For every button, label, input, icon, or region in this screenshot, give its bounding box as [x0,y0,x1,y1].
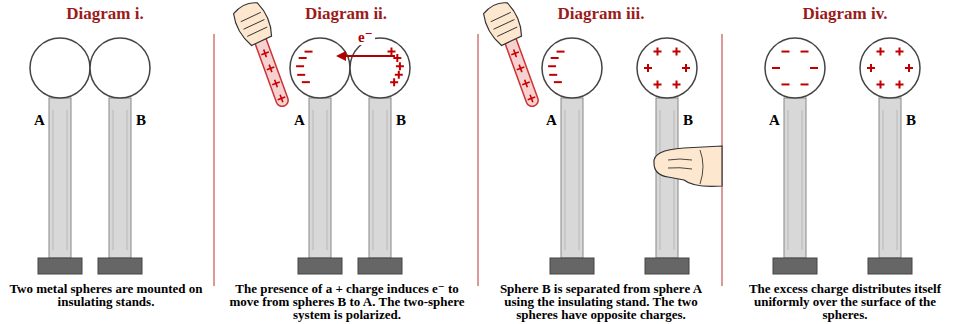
charge-sign [896,48,904,56]
charge-sign [654,48,662,56]
charge-sign [644,64,652,72]
charges [296,48,913,89]
charged-rod [481,0,548,112]
sphere-label: B [683,112,693,128]
sphere-label: B [136,112,146,128]
sphere-label: A [769,112,780,128]
charge-sign [305,51,313,53]
sphere-label: B [396,112,406,128]
sphere-label: A [34,112,45,128]
charge-sign [877,48,885,56]
charge-sign [654,80,662,88]
charge-sign [554,81,562,83]
charge-sign [801,83,809,85]
electron-label: e⁻ [356,30,375,45]
insulating-stands [38,98,912,274]
charge-sign [782,51,790,53]
charge-sign [557,51,565,53]
charge-sign [390,78,398,86]
charge-sign [772,67,780,69]
caption: The excess charge distributes itself uni… [738,282,952,321]
diagram-heading: Diagram iii. [486,4,716,24]
charge-sign [905,64,913,72]
charge-sign [673,80,681,88]
charge-sign [296,65,304,67]
caption: Sphere B is separated from sphere A usin… [486,282,716,321]
charge-sign [896,80,904,88]
hand-on-stand [654,146,722,186]
charge-sign [877,80,885,88]
diagram-heading: Diagram ii. [222,4,470,24]
charge-sign [302,81,310,83]
charge-sign [548,65,556,67]
charge-sign [867,64,875,72]
charge-sign [810,67,818,69]
panel-separator [214,34,722,286]
charged-rod [231,0,298,112]
charge-sign [297,74,305,76]
charge-sign [395,71,403,79]
caption: The presence of a + charge induces e⁻ to… [224,282,470,321]
charge-sign [393,54,401,62]
electron-arrow [336,51,395,61]
sphere-label: A [546,112,557,128]
sphere-label: B [906,112,916,128]
charge-sign [782,83,790,85]
caption: Two metal spheres are mounted on insulat… [4,282,208,308]
charge-sign [682,64,690,72]
charge-sign [801,51,809,53]
charge-sign [549,74,557,76]
charge-sign [299,57,307,59]
metal-spheres [30,38,920,98]
charge-sign [387,48,395,56]
charge-sign [396,62,404,70]
diagram-heading: Diagram i. [2,4,208,24]
sphere-label: A [294,112,305,128]
charge-sign [673,48,681,56]
diagram-heading: Diagram iv. [730,4,960,24]
charge-sign [551,57,559,59]
